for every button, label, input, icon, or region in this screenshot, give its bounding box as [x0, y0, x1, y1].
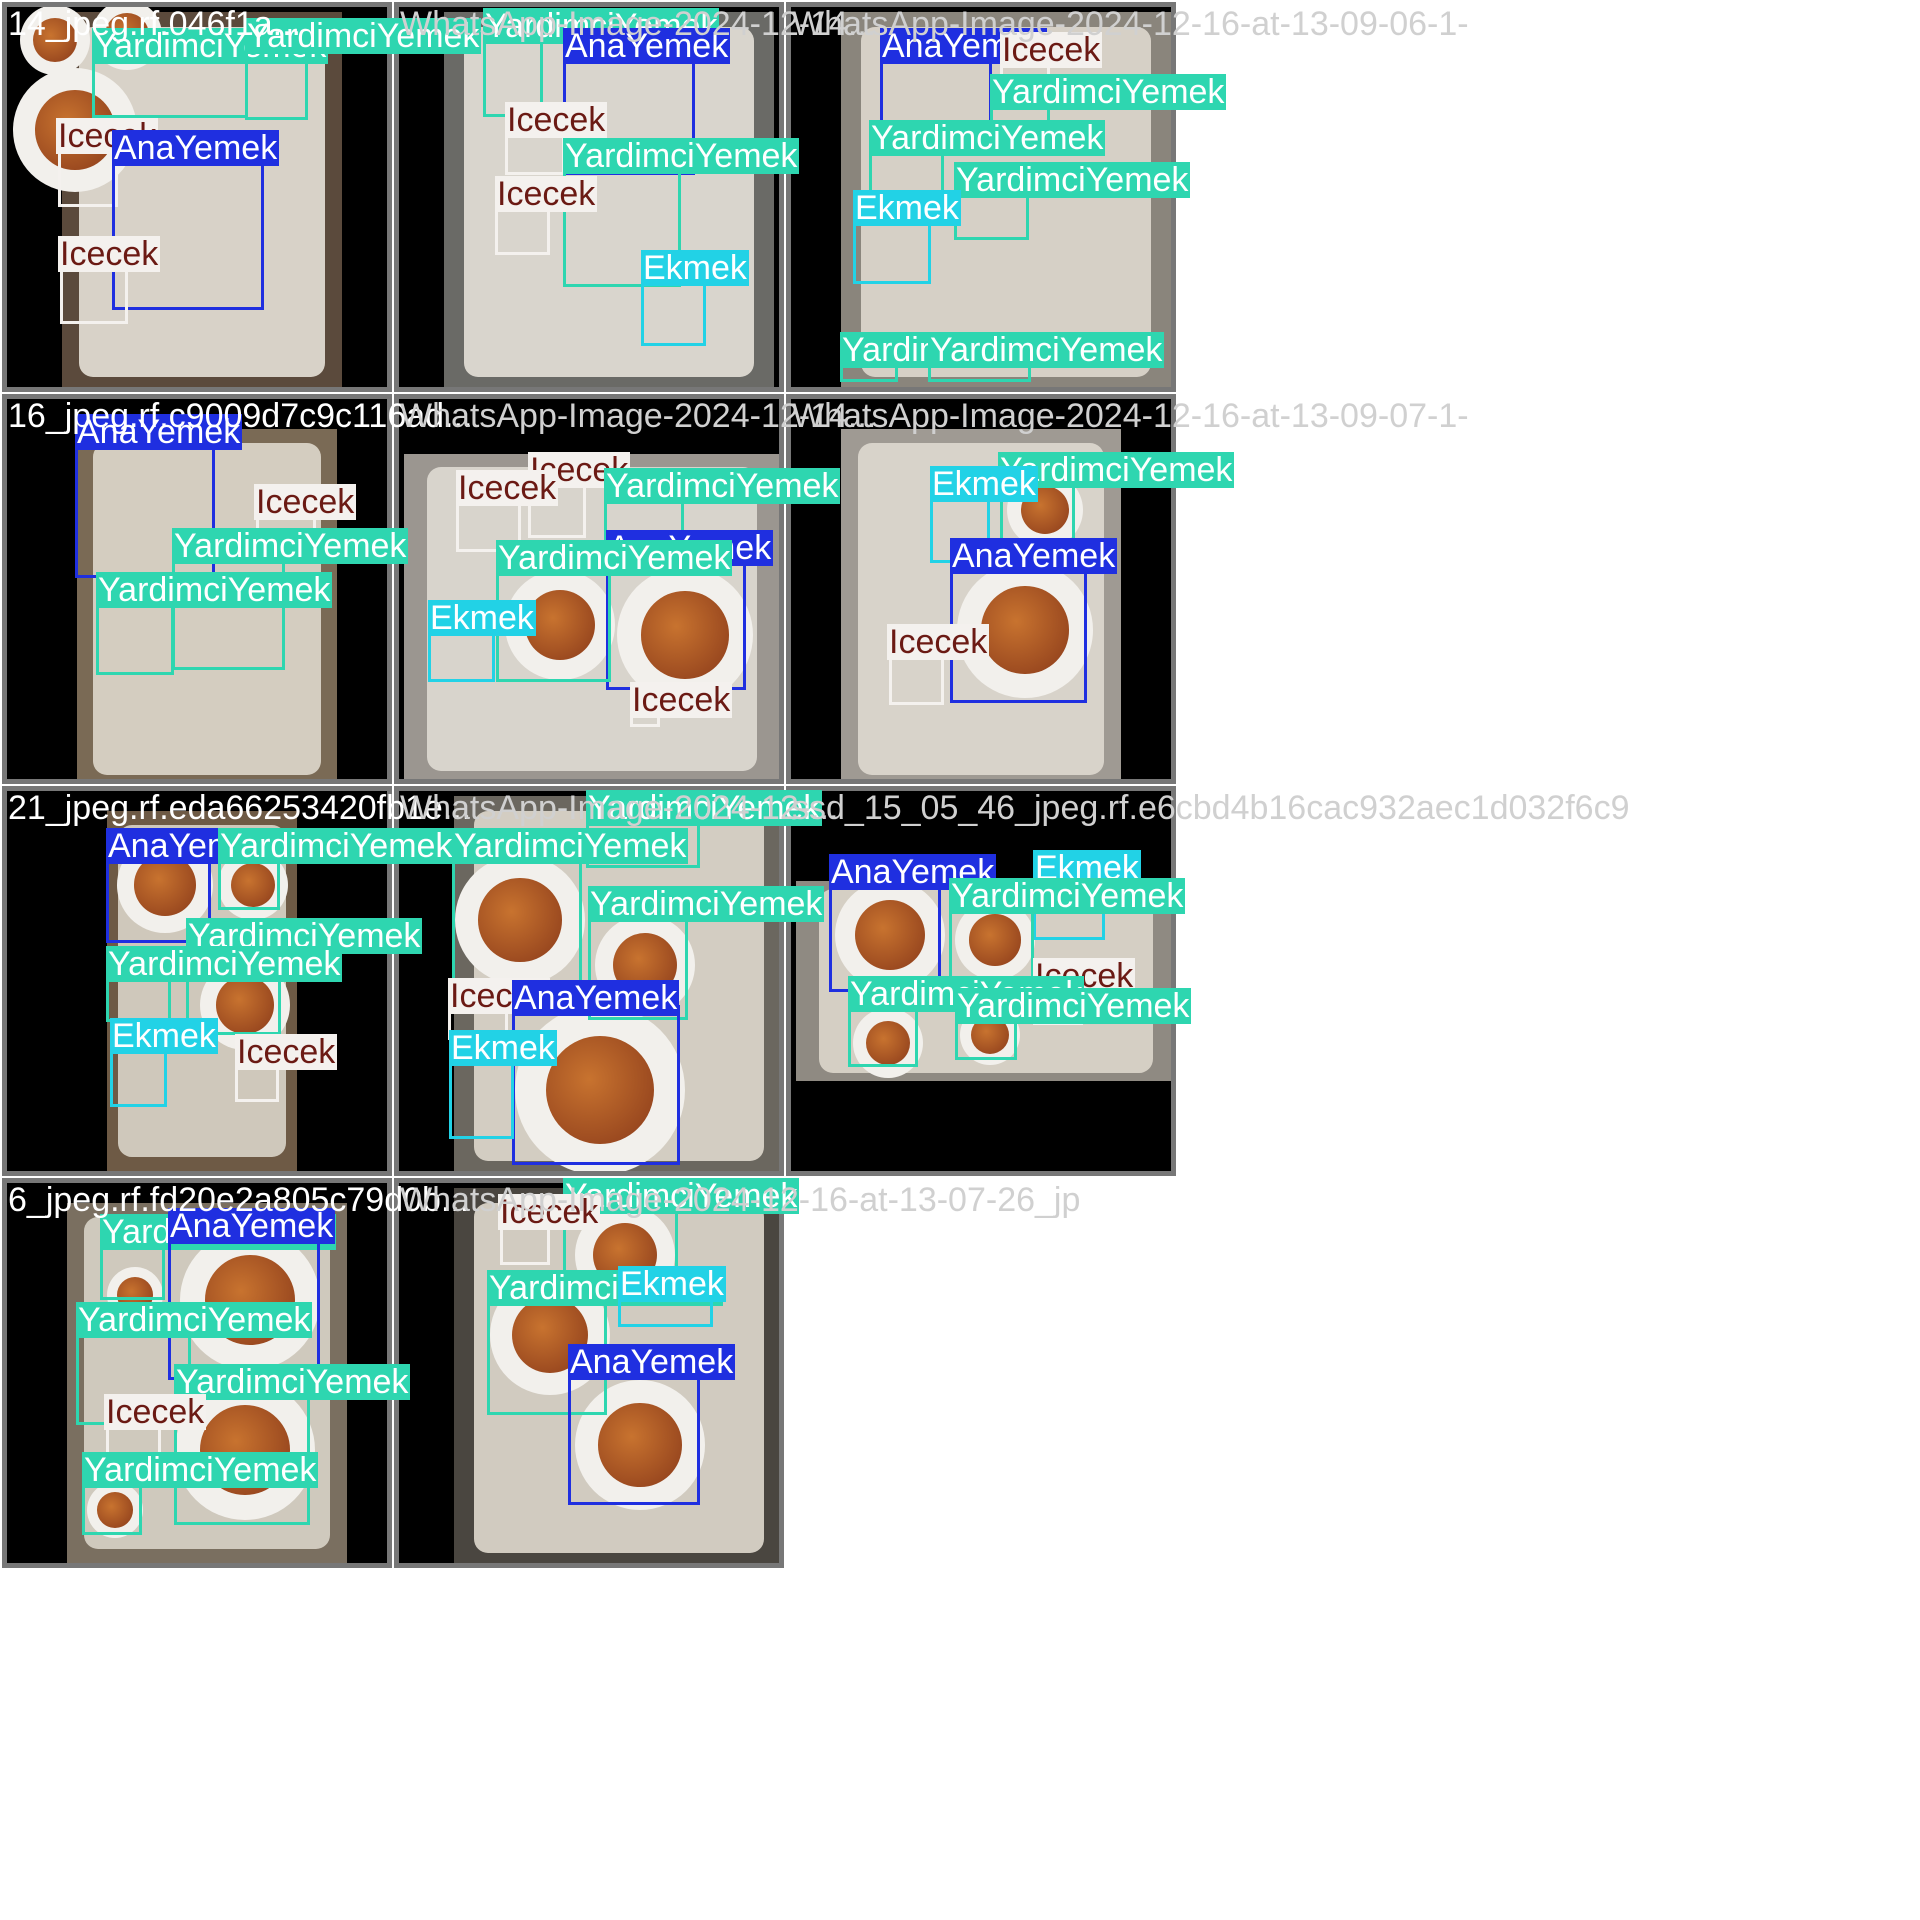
plate: [117, 837, 213, 933]
food: [613, 933, 677, 997]
plate: [490, 1275, 610, 1395]
plate: [957, 562, 1093, 698]
food-tray-photo: [13, 7, 342, 387]
plate: [13, 68, 137, 192]
plate: [505, 570, 615, 680]
image-tile: [2, 394, 392, 784]
tray: [463, 27, 755, 377]
food-tray-photo: [107, 811, 297, 1171]
food: [104, 12, 150, 58]
plate: [835, 880, 945, 990]
food: [641, 591, 729, 679]
plate: [960, 1005, 1020, 1065]
food-tray-photo: [444, 12, 774, 387]
food-tray-photo: [841, 12, 1171, 387]
image-tile: [786, 2, 1176, 392]
food: [854, 899, 926, 971]
image-tile: [394, 2, 784, 392]
food: [598, 1403, 682, 1487]
food: [117, 1277, 153, 1313]
food: [970, 1015, 1010, 1055]
food: [32, 17, 78, 63]
food-tray-photo: [67, 1203, 347, 1563]
food: [1020, 485, 1070, 535]
tray: [860, 27, 1152, 377]
plate: [200, 960, 290, 1050]
plate: [180, 1230, 320, 1370]
food-tray-photo: [77, 429, 337, 779]
plate: [175, 1380, 315, 1520]
food: [545, 1035, 655, 1145]
image-tile: [786, 786, 1176, 1176]
food-tray-photo: [841, 429, 1121, 779]
food-tray-photo: [454, 1188, 779, 1563]
tray: [92, 443, 322, 775]
food: [511, 1296, 589, 1374]
food: [593, 1223, 657, 1287]
food: [865, 1020, 911, 1066]
food: [524, 589, 596, 661]
plate: [20, 7, 90, 75]
food: [200, 1405, 290, 1495]
plate: [218, 850, 288, 920]
image-tile: [2, 2, 392, 392]
image-tile: [394, 786, 784, 1176]
plate: [1007, 472, 1083, 548]
image-tile: [394, 394, 784, 784]
plate: [575, 1380, 705, 1510]
plate: [617, 567, 753, 703]
food: [134, 854, 196, 916]
food: [230, 862, 276, 908]
food-tray-photo: [796, 880, 1171, 1081]
food: [97, 1492, 133, 1528]
food: [35, 90, 115, 170]
plate: [595, 915, 695, 1015]
image-tile: [394, 1178, 784, 1568]
plate: [955, 900, 1035, 980]
food: [205, 1255, 295, 1345]
plate: [515, 1005, 685, 1171]
plate: [92, 7, 162, 70]
image-tile: [786, 394, 1176, 784]
food: [478, 878, 562, 962]
image-tile: [2, 1178, 392, 1568]
image-tile: [2, 786, 392, 1176]
food: [216, 976, 274, 1034]
food-tray-photo: [454, 796, 779, 1171]
food-tray-photo: [404, 454, 779, 779]
plate: [455, 855, 585, 985]
tray: [78, 27, 326, 377]
plate: [87, 1482, 143, 1538]
food: [969, 914, 1021, 966]
plate: [107, 1267, 163, 1323]
plate: [853, 1008, 923, 1078]
food: [981, 586, 1069, 674]
